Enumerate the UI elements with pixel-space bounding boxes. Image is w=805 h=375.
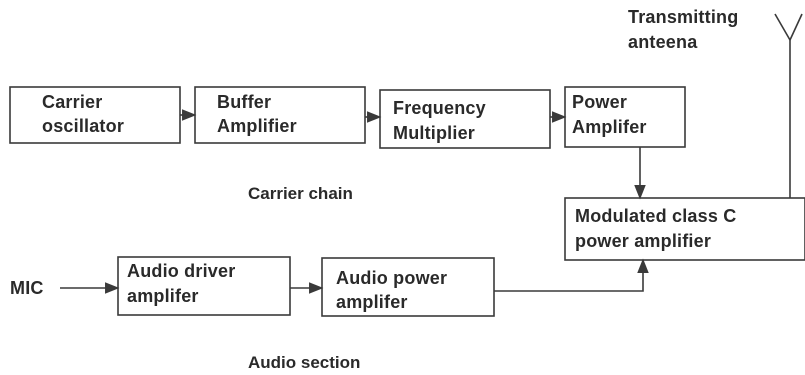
frequency-multiplier-label-line1: Frequency: [393, 98, 486, 118]
power-amplifier-block: Power Amplifer: [564, 86, 686, 148]
antenna-icon: [774, 13, 803, 41]
audio-power-amplifier-block: Audio power amplifer: [321, 257, 495, 317]
carrier-oscillator-block: Carrier oscillator: [9, 86, 181, 144]
carrier-oscillator-label-line2: oscillator: [42, 116, 124, 136]
carrier-oscillator-label-line1: Carrier: [42, 92, 102, 112]
audio-driver-label-line2: amplifer: [127, 286, 199, 306]
modulated-amplifier-label-line2: power amplifier: [575, 231, 711, 251]
arrow-audio-power-to-modulated: [494, 258, 649, 292]
power-amplifier-label-line1: Power: [572, 92, 627, 112]
audio-driver-label-line1: Audio driver: [127, 261, 235, 281]
audio-power-label-line1: Audio power: [336, 268, 447, 288]
carrier-chain-caption: Carrier chain: [248, 184, 353, 203]
frequency-multiplier-label-line2: Multiplier: [393, 123, 475, 143]
audio-section-caption: Audio section: [248, 353, 360, 372]
frequency-multiplier-block: Frequency Multiplier: [379, 89, 551, 149]
antenna-label-line1: Transmitting: [628, 7, 738, 27]
mic-label: MIC: [10, 278, 44, 298]
power-amplifier-label-line2: Amplifer: [572, 117, 647, 137]
audio-power-label-line2: amplifer: [336, 292, 408, 312]
buffer-amplifier-label-line1: Buffer: [217, 92, 271, 112]
modulated-class-c-amplifier-block: Modulated class C power amplifier: [564, 197, 805, 261]
audio-driver-amplifier-block: Audio driver amplifer: [117, 256, 291, 316]
modulated-amplifier-label-line1: Modulated class C: [575, 206, 736, 226]
antenna-label-line2: anteena: [628, 32, 698, 52]
buffer-amplifier-block: Buffer Amplifier: [194, 86, 366, 144]
buffer-amplifier-label-line2: Amplifier: [217, 116, 297, 136]
